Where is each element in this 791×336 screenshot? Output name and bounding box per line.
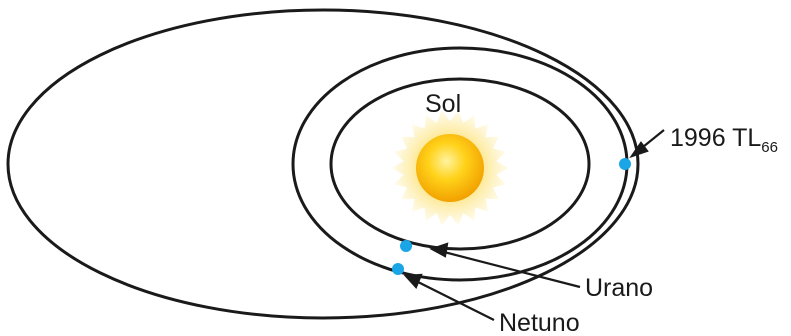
- arrowhead-neptune: [403, 273, 423, 290]
- orbit-uranus: [329, 77, 591, 251]
- neptune-label: Netuno: [499, 309, 580, 336]
- arrow-uranus: [443, 250, 581, 289]
- sun-core: [416, 134, 484, 202]
- object-1996-tl66-label: 1996 TL66: [670, 124, 778, 156]
- uranus-label: Urano: [585, 274, 654, 302]
- body-neptune-dot: [392, 263, 404, 275]
- arrowhead-1996-tl66: [629, 141, 649, 159]
- arrow-neptune: [417, 281, 495, 321]
- object-main-text: 1996 TL: [670, 124, 762, 152]
- body-uranus-dot: [400, 240, 412, 252]
- object-subscript: 66: [761, 139, 778, 156]
- pointer-arrows: [403, 129, 665, 321]
- arrowhead-uranus: [429, 242, 449, 258]
- sun-label: Sol: [425, 90, 462, 118]
- sun-icon: [392, 110, 508, 226]
- body-1996-tl66-dot: [619, 158, 631, 170]
- orbit-1996-tl66: [6, 8, 640, 320]
